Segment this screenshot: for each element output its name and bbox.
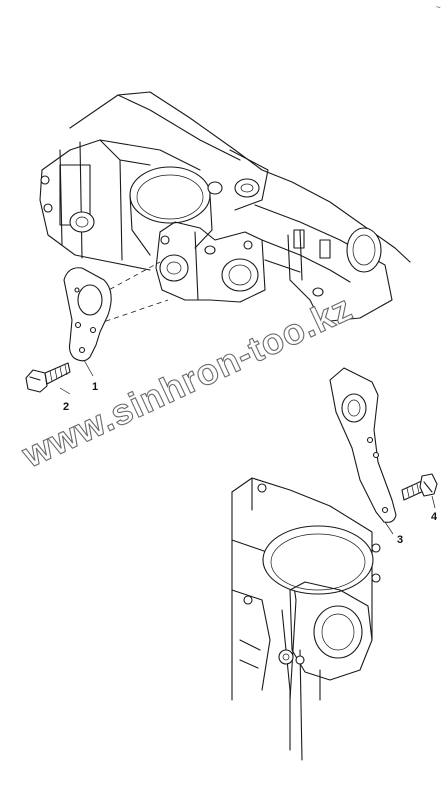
callout-2: 2 bbox=[59, 387, 71, 413]
callout-1: 1 bbox=[83, 359, 98, 393]
bolt-part-4 bbox=[401, 473, 438, 501]
corner-mark: ~ bbox=[436, 3, 441, 12]
callout-number-3: 3 bbox=[397, 534, 403, 546]
callout-4: 4 bbox=[431, 495, 438, 523]
callout-number-4: 4 bbox=[431, 511, 438, 523]
callout-3: 3 bbox=[384, 521, 403, 546]
watermark: www.sinhron-too.kz bbox=[15, 287, 358, 476]
engine-block-lower bbox=[231, 477, 381, 761]
bracket-part-3 bbox=[329, 367, 397, 523]
assembly-line-2 bbox=[79, 299, 169, 331]
callout-number-1: 1 bbox=[92, 381, 98, 393]
bolt-part-2 bbox=[25, 362, 71, 393]
engine-block-upper bbox=[39, 91, 411, 323]
bracket-part-1 bbox=[63, 267, 112, 362]
callout-number-2: 2 bbox=[63, 401, 69, 413]
